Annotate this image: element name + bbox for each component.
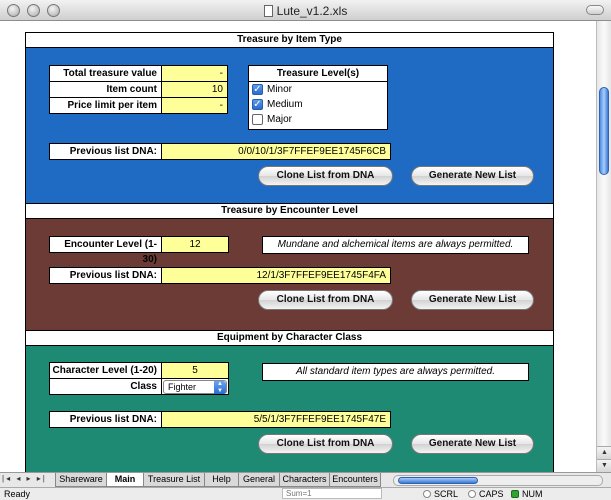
status-caps-lock: CAPS: [465, 488, 504, 500]
vertical-scrollbar[interactable]: ▲ ▼: [596, 21, 611, 472]
encounter-level-label: Encounter Level (1-30): [49, 236, 162, 265]
tab-treasure-list[interactable]: Treasure List: [143, 473, 205, 487]
window-title: Lute_v1.2.xls: [0, 4, 611, 18]
clone-list-button[interactable]: Clone List from DNA: [258, 166, 393, 186]
checkmark-icon: ✓: [252, 99, 263, 110]
character-level-cell[interactable]: 5: [161, 362, 229, 379]
panel-title: Equipment by Character Class: [26, 331, 553, 346]
status-ready: Ready: [4, 489, 31, 499]
class-select[interactable]: Fighter ▲▼: [163, 380, 227, 394]
horizontal-scroll-thumb[interactable]: [398, 477, 478, 484]
status-bar: Ready Sum=1 SCRL CAPS NUM: [0, 487, 611, 500]
character-note: All standard item types are always permi…: [262, 363, 529, 381]
status-sum: Sum=1: [282, 488, 382, 499]
generate-list-button[interactable]: Generate New List: [411, 166, 534, 186]
tab-characters[interactable]: Characters: [279, 473, 330, 487]
dna-value-cell[interactable]: 5/5/1/3F7FFEF9EE1745F47E: [161, 411, 391, 428]
dna-value-cell[interactable]: 12/1/3F7FFEF9EE1745F4FA: [161, 267, 391, 284]
status-num-lock: NUM: [508, 488, 543, 500]
level-label: Major: [267, 114, 293, 125]
window-titlebar: Lute_v1.2.xls: [0, 0, 611, 21]
unchecked-box-icon: [252, 114, 263, 125]
dna-value-cell[interactable]: 0/0/10/1/3F7FFEF9EE1745F6CB: [161, 143, 391, 160]
panel-equipment-by-character-class: Equipment by Character Class Character L…: [25, 330, 554, 472]
treasure-levels-title: Treasure Level(s): [249, 66, 387, 82]
level-label: Medium: [267, 99, 303, 110]
character-level-label: Character Level (1-20): [49, 362, 162, 379]
panel-treasure-by-item-type: Treasure by Item Type Total treasure val…: [25, 32, 554, 212]
generate-list-button[interactable]: Generate New List: [411, 290, 534, 310]
status-scrl-text: SCRL: [434, 489, 459, 499]
sheet-tab-bar: |◂ ◂ ▸ ▸| Shareware Main Treasure List H…: [0, 472, 611, 487]
close-window-button[interactable]: [7, 4, 20, 17]
status-caps-text: CAPS: [479, 489, 504, 499]
chevron-updown-icon: ▲▼: [214, 381, 226, 394]
level-label: Minor: [267, 84, 293, 95]
clone-list-button[interactable]: Clone List from DNA: [258, 434, 393, 454]
panel-title: Treasure by Item Type: [26, 33, 553, 48]
class-label: Class: [49, 378, 162, 395]
tab-main[interactable]: Main: [106, 473, 144, 487]
dna-label: Previous list DNA:: [49, 411, 162, 428]
total-value-cell[interactable]: -: [161, 65, 228, 82]
toolbar-toggle-button[interactable]: [586, 5, 604, 15]
scroll-down-arrow-icon[interactable]: ▼: [597, 459, 611, 472]
price-limit-label: Price limit per item: [49, 97, 162, 114]
sheet-nav-arrows-icon[interactable]: |◂ ◂ ▸ ▸|: [2, 474, 47, 483]
total-value-label: Total treasure value: [49, 65, 162, 82]
tab-general[interactable]: General: [238, 473, 280, 487]
item-count-label: Item count: [49, 81, 162, 98]
level-major-checkbox[interactable]: Major: [249, 112, 387, 127]
indicator-on-icon: [511, 490, 519, 498]
generate-list-button[interactable]: Generate New List: [411, 434, 534, 454]
panel-treasure-by-encounter-level: Treasure by Encounter Level Encounter Le…: [25, 203, 554, 334]
tab-help[interactable]: Help: [204, 473, 239, 487]
tab-shareware[interactable]: Shareware: [55, 473, 107, 487]
treasure-levels-box: Treasure Level(s) ✓ Minor ✓ Medium Major: [248, 65, 388, 130]
clone-list-button[interactable]: Clone List from DNA: [258, 290, 393, 310]
dna-label: Previous list DNA:: [49, 267, 162, 284]
document-icon: [263, 5, 273, 17]
window-title-text: Lute_v1.2.xls: [276, 4, 348, 18]
price-limit-cell[interactable]: -: [161, 97, 228, 114]
scroll-up-arrow-icon[interactable]: ▲: [597, 446, 611, 459]
encounter-note: Mundane and alchemical items are always …: [262, 236, 529, 254]
worksheet-area: Treasure by Item Type Total treasure val…: [0, 21, 596, 472]
class-select-value: Fighter: [168, 382, 197, 392]
level-minor-checkbox[interactable]: ✓ Minor: [249, 82, 387, 97]
tab-encounters[interactable]: Encounters: [329, 473, 381, 487]
encounter-level-cell[interactable]: 12: [161, 236, 229, 253]
level-medium-checkbox[interactable]: ✓ Medium: [249, 97, 387, 112]
status-num-text: NUM: [522, 489, 543, 499]
panel-title: Treasure by Encounter Level: [26, 204, 553, 219]
item-count-cell[interactable]: 10: [161, 81, 228, 98]
vertical-scroll-thumb[interactable]: [599, 87, 609, 175]
checkmark-icon: ✓: [252, 84, 263, 95]
dna-label: Previous list DNA:: [49, 143, 162, 160]
horizontal-scrollbar[interactable]: [393, 475, 603, 486]
indicator-off-icon: [423, 490, 431, 498]
status-scroll-lock: SCRL: [420, 488, 458, 500]
minimize-window-button[interactable]: [27, 4, 40, 17]
zoom-window-button[interactable]: [47, 4, 60, 17]
indicator-off-icon: [468, 490, 476, 498]
